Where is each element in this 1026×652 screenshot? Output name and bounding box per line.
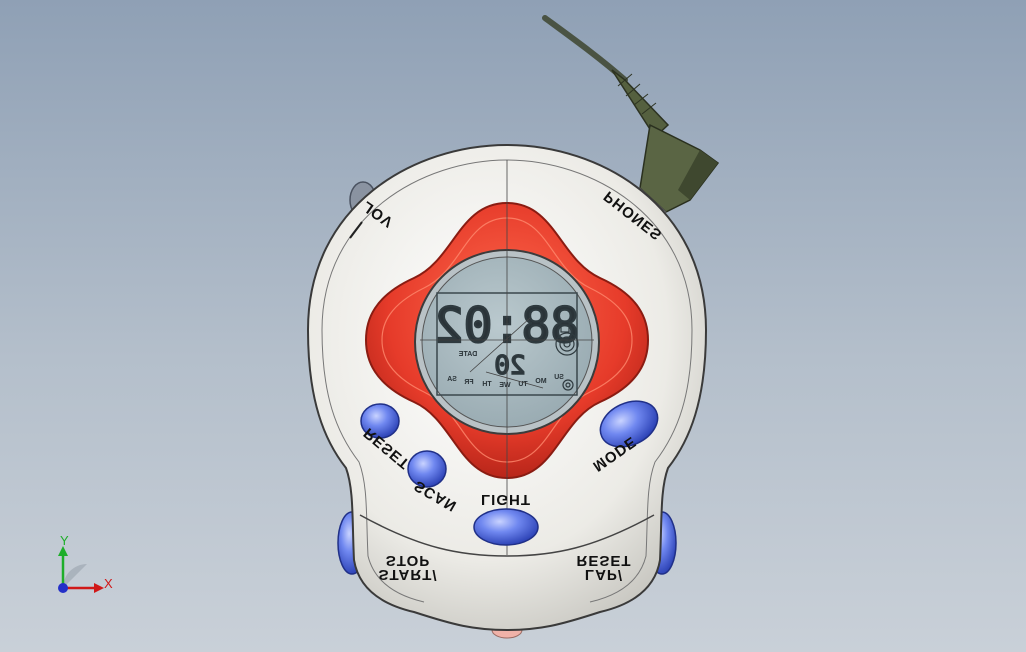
day-th: TH: [482, 381, 491, 388]
day-fr: FR: [464, 379, 473, 386]
light-button[interactable]: [473, 508, 539, 546]
light-label: LIGHT: [481, 491, 531, 508]
lcd-day-labels: SA FR TH WE TU MO SU: [447, 374, 564, 389]
triad-y-label: Y: [60, 533, 69, 548]
lap-reset-label-2: RESET: [576, 552, 631, 569]
scan-button[interactable]: [407, 450, 447, 488]
battery-icon: [560, 321, 570, 333]
day-we: WE: [499, 382, 511, 389]
coordinate-triad: Y X: [58, 533, 113, 593]
sketch-lines: [420, 160, 594, 555]
headphone-cable: [542, 15, 670, 139]
day-sa: SA: [447, 376, 457, 383]
lcd-date-label: DATE: [458, 351, 477, 358]
reset-button[interactable]: [360, 403, 400, 439]
lower-shell-seam: [359, 514, 655, 557]
day-mo: MO: [535, 378, 547, 385]
vol-indicator: [349, 221, 363, 239]
signal-icon: [555, 332, 579, 356]
day-su: SU: [554, 374, 564, 381]
alarm-icon: [562, 379, 574, 391]
body-contour-left: [321, 159, 508, 603]
lcd-date-value: 20: [494, 351, 525, 381]
triad-x-label: X: [104, 576, 113, 591]
day-tu: TU: [518, 381, 527, 388]
lap-reset-label-1: LAP/: [585, 566, 623, 583]
start-stop-label-2: STOP: [386, 552, 431, 569]
body-contour: [506, 159, 693, 603]
mode-button[interactable]: [593, 392, 665, 455]
start-stop-label-1: START/: [378, 566, 437, 583]
